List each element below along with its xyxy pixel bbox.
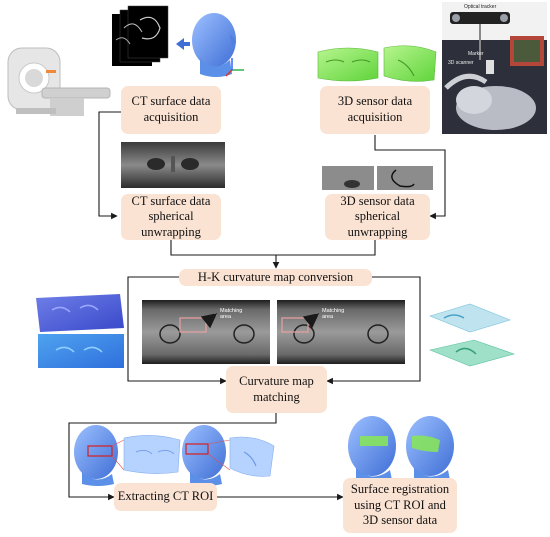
ct-slices-icon — [112, 5, 169, 66]
optical-tracker-label: Optical tracker — [464, 4, 497, 10]
hk-curvature-conversion-box: H-K curvature map conversion — [179, 269, 372, 286]
sensor-acquisition-box: 3D sensor data acquisition — [320, 86, 430, 134]
surface-registration-box: Surface registration using CT ROI and 3D… — [343, 478, 457, 533]
ct-surface-acquisition-box: CT surface data acquisition — [121, 86, 221, 134]
extracting-ct-roi-box: Extracting CT ROI — [114, 483, 217, 511]
ct-spherical-unwrapping-box: CT surface data spherical unwrapping — [121, 194, 221, 240]
ct-scanner-illustration — [7, 47, 111, 116]
arrow-right-icon — [176, 38, 190, 50]
right-curvature-tiles — [428, 303, 516, 367]
left-curvature-tiles — [36, 294, 124, 368]
registration-illustration — [348, 416, 454, 482]
marker-label: Marker — [468, 51, 484, 57]
operating-room-photo: Optical tracker Marker 3D scanner — [442, 2, 547, 134]
curvature-map-matching-box: Curvature map matching — [226, 366, 327, 413]
sensor-scan-surfaces — [317, 45, 437, 82]
sensor-unwrapped-maps — [322, 166, 433, 190]
scanner-label: 3D scanner — [448, 60, 474, 66]
ct-head-model — [192, 13, 244, 77]
ct-unwrapped-map — [121, 142, 225, 188]
connectors — [68, 111, 446, 501]
sensor-spherical-unwrapping-box: 3D sensor data spherical unwrapping — [325, 194, 430, 240]
ct-roi-illustration — [74, 425, 275, 486]
